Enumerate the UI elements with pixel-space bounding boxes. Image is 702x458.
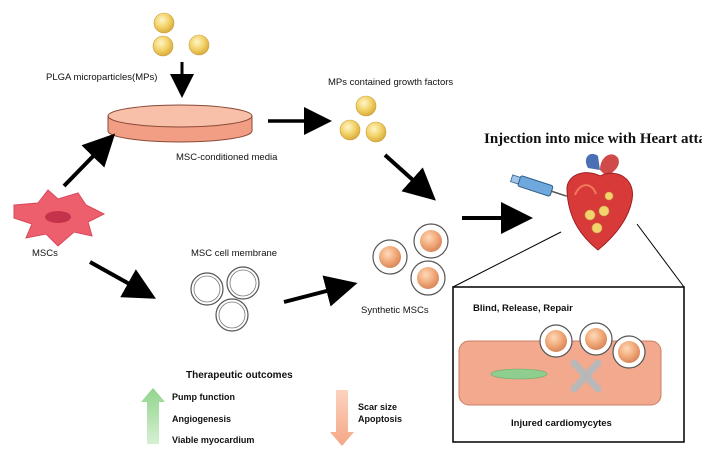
mscs-label: MSCs [32,248,58,259]
plga-label: PLGA microparticles(MPs) [46,72,157,83]
outcome-increase-2: Angiogenesis [172,414,231,424]
heart-icon [566,153,633,251]
synthetic-label: Synthetic MSCs [361,305,429,316]
mps-growth-label: MPs contained growth factors [328,77,453,88]
outcomes-title: Therapeutic outcomes [186,370,293,381]
membrane-label: MSC cell membrane [191,248,277,259]
damage-x-icon [570,359,602,393]
plga-particles [152,12,210,57]
arrow-mscs-to-membrane [89,260,156,299]
injection-title: Injection into mice with Heart attack [484,131,702,147]
inset-caption: Injured cardiomycytes [511,418,612,429]
arrow-mscs-to-dish [62,133,116,188]
inset-synthetic-mscs [539,322,646,369]
membrane-vesicles [190,266,260,332]
arrow-membrane-to-synthetic [283,275,358,307]
growth-factor-particles [339,95,387,143]
arrow-mps-to-synthetic [383,153,436,201]
zoom-line-left [452,231,562,288]
syringe-icon [510,174,568,197]
outcome-increase-3: Viable myocardium [172,435,254,445]
conditioned-media-label: MSC-conditioned media [176,152,278,163]
outcome-increase-1: Pump function [172,392,235,402]
msc-cell-icon [13,189,106,247]
outcome-decrease-2: Apoptosis [358,414,402,424]
outcome-decrease-1: Scar size [358,402,397,412]
down-arrow-icon [330,390,354,446]
zoom-line-right [636,223,685,288]
petri-dish [107,104,253,143]
up-arrow-icon [141,388,165,444]
synthetic-mscs [372,223,449,296]
inset-title: Blind, Release, Repair [473,303,573,314]
